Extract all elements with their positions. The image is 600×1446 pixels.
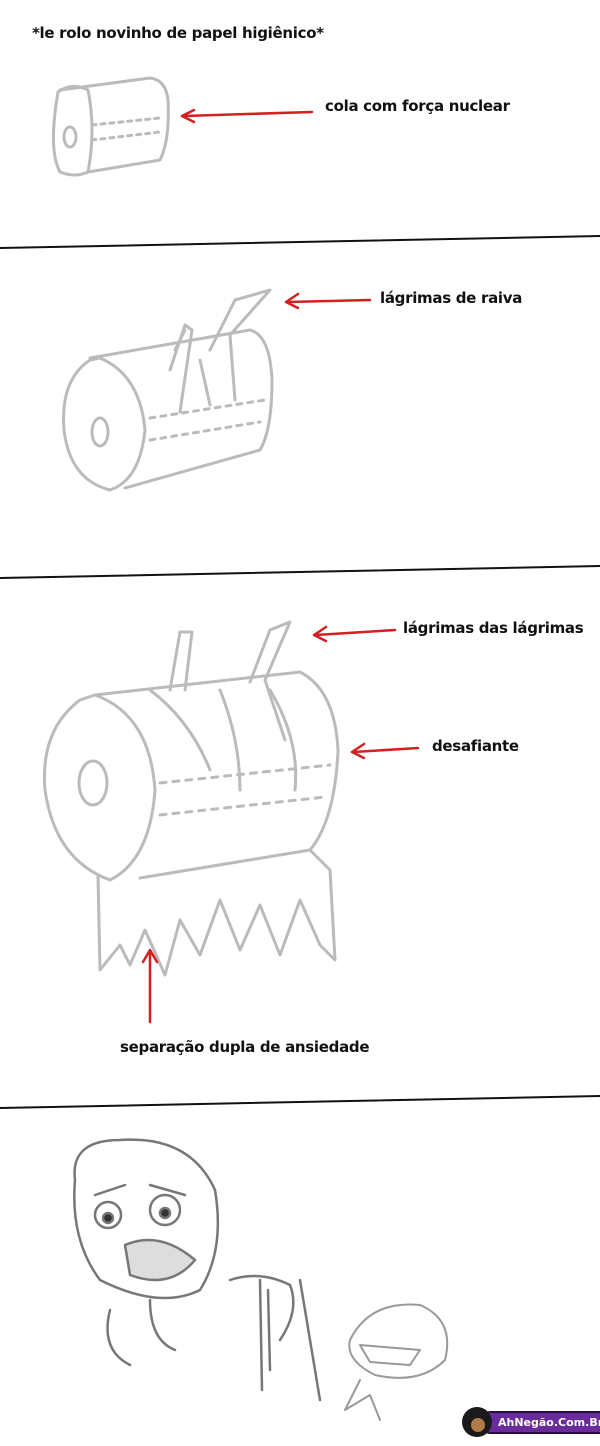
red-arrow (180, 108, 314, 124)
toilet-roll-ripped (42, 620, 340, 977)
rage-face (73, 1138, 322, 1402)
watermark-text: AhNegão.Com.Br (484, 1410, 600, 1434)
label-lagrimas-das-lagrimas: lágrimas das lágrimas (403, 619, 584, 637)
panel-divider (0, 1095, 600, 1109)
panel-1-caption: *le rolo novinho de papel higiênico* (32, 24, 324, 42)
logo-face-icon (462, 1407, 492, 1437)
red-arrow (141, 625, 420, 1024)
trollface-small (344, 1303, 449, 1421)
label-cola-com-forca-nuclear: cola com força nuclear (325, 97, 510, 115)
panel-divider (0, 235, 600, 249)
label-desafiante: desafiante (432, 737, 519, 755)
label-separacao-dupla: separação dupla de ansiedade (120, 1038, 370, 1056)
toilet-roll-torn (62, 288, 274, 492)
toilet-roll-new (52, 76, 170, 177)
label-lagrimas-de-raiva: lágrimas de raiva (380, 289, 523, 307)
panel-divider (0, 565, 600, 579)
watermark-logo: AhNegão.Com.Br (462, 1407, 600, 1437)
red-arrow (284, 292, 372, 310)
